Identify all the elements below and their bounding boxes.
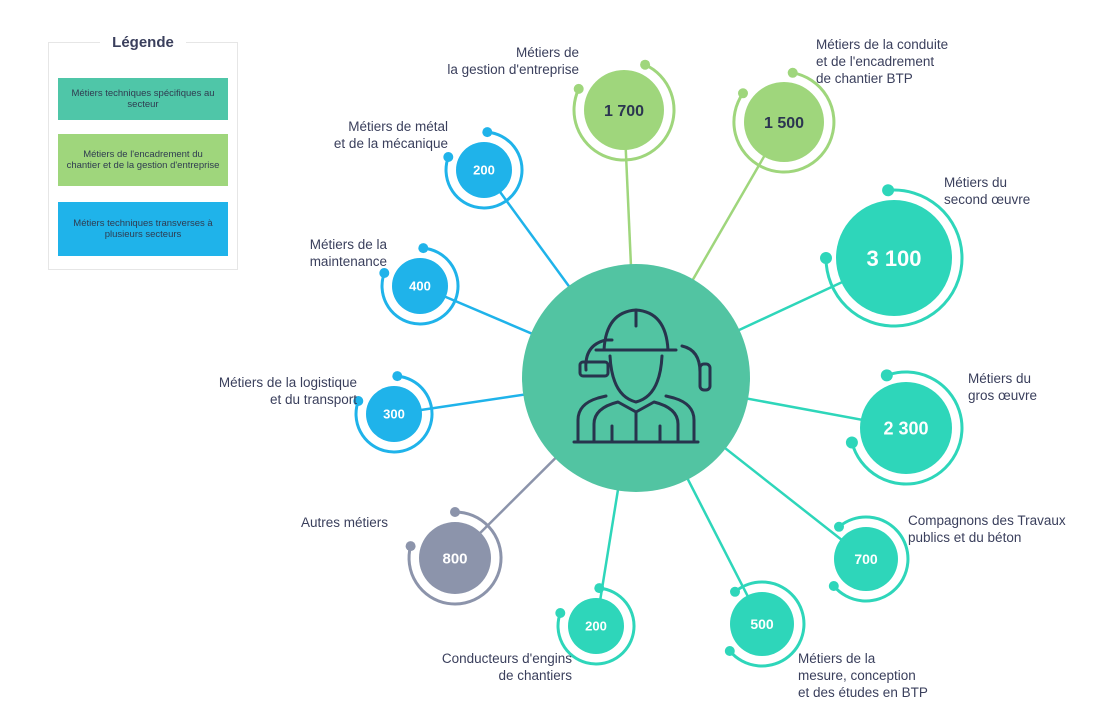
bubble-second xyxy=(836,200,952,316)
value-autres: 800 xyxy=(442,550,467,567)
ring-dot-gestion-0 xyxy=(640,59,651,70)
label-logistique: Métiers de la logistique et du transport xyxy=(218,375,357,407)
ring-gestion xyxy=(572,63,676,162)
ring-autres xyxy=(407,510,503,606)
ring-engins xyxy=(556,586,636,666)
label-conduite: Métiers de la conduite et de l'encadreme… xyxy=(816,37,949,86)
ring-dot-maintenance-0 xyxy=(418,243,429,254)
center-hub xyxy=(522,264,750,492)
bubble-gros xyxy=(860,382,952,474)
ring-gros xyxy=(850,370,964,486)
legend: Légende Métiers techniques spécifiques a… xyxy=(48,34,238,270)
value-engins: 200 xyxy=(585,619,607,634)
label-maintenance: Métiers de la maintenance xyxy=(309,237,387,269)
value-conduite: 1 500 xyxy=(764,115,804,132)
ring-metal xyxy=(444,130,524,210)
nodes: 1 700 1 500 200 400 300 800 200 500 700 2 300 3 10… xyxy=(353,59,964,668)
ring-maintenance xyxy=(380,246,460,326)
label-gros: Métiers du gros œuvre xyxy=(968,371,1038,403)
label-metal: Métiers de métal et de la mécanique xyxy=(333,119,448,151)
bubble-mesure xyxy=(730,592,794,656)
label-mesure: Métiers de la mesure, conception et des … xyxy=(798,651,928,700)
ring-dot-conduite-1 xyxy=(738,88,748,99)
ring-dot-engins-0 xyxy=(594,583,605,594)
ring-dot-maintenance-1 xyxy=(379,268,390,278)
ring-dot-engins-1 xyxy=(555,608,566,618)
bubble-compagnons xyxy=(834,527,898,591)
legend-item-specific: Métiers techniques spécifiques au secteu… xyxy=(58,78,228,120)
ring-dot-autres-1 xyxy=(405,541,416,552)
bubble-logistique xyxy=(366,386,422,442)
ring-dot-second-1 xyxy=(820,252,832,264)
ring-mesure xyxy=(728,580,806,668)
ring-second xyxy=(824,188,964,328)
bubble-maintenance xyxy=(392,258,448,314)
legend-item-transverse: Métiers techniques transverses à plusieu… xyxy=(58,202,228,256)
ring-logistique xyxy=(354,374,434,454)
value-mesure: 500 xyxy=(750,616,774,632)
legend-item-management: Métiers de l'encadrement du chantier et … xyxy=(58,134,228,186)
bubble-autres xyxy=(419,522,491,594)
ring-dot-gros-0 xyxy=(880,369,893,382)
label-gestion: Métiers de la gestion d'entreprise xyxy=(447,45,579,77)
bubble-metal xyxy=(456,142,512,198)
ring-dot-metal-0 xyxy=(482,127,493,138)
ring-conduite xyxy=(732,71,836,174)
ring-dot-metal-1 xyxy=(443,152,454,162)
value-maintenance: 400 xyxy=(409,279,431,294)
label-compagnons: Compagnons des Travaux publics et du bét… xyxy=(908,513,1066,545)
value-gros: 2 300 xyxy=(883,418,928,438)
label-engins: Conducteurs d'engins de chantiers xyxy=(441,651,572,683)
bubble-gestion xyxy=(584,70,664,150)
ring-dot-compagnons-0 xyxy=(834,521,844,532)
legend-title: Légende xyxy=(48,34,238,51)
ring-dot-conduite-0 xyxy=(787,67,798,78)
label-second: Métiers du second œuvre xyxy=(944,175,1031,207)
value-compagnons: 700 xyxy=(854,551,878,567)
value-metal: 200 xyxy=(473,163,495,178)
ring-dot-gros-1 xyxy=(845,436,858,449)
value-second: 3 100 xyxy=(866,246,921,271)
bubble-conduite xyxy=(744,82,824,162)
ring-dot-gestion-1 xyxy=(573,83,584,94)
value-gestion: 1 700 xyxy=(604,103,644,120)
ring-compagnons xyxy=(832,515,910,603)
value-logistique: 300 xyxy=(383,407,405,422)
ring-dot-second-0 xyxy=(882,184,895,197)
ring-dot-autres-0 xyxy=(450,507,460,517)
ring-dot-mesure-1 xyxy=(724,646,735,656)
bubble-engins xyxy=(568,598,624,654)
construction-workers-icon xyxy=(572,308,712,444)
ring-dot-logistique-0 xyxy=(392,371,403,382)
ring-dot-mesure-0 xyxy=(730,586,740,597)
ring-dot-logistique-1 xyxy=(353,396,364,406)
ring-dot-compagnons-1 xyxy=(828,581,839,591)
label-autres: Autres métiers xyxy=(300,515,388,530)
